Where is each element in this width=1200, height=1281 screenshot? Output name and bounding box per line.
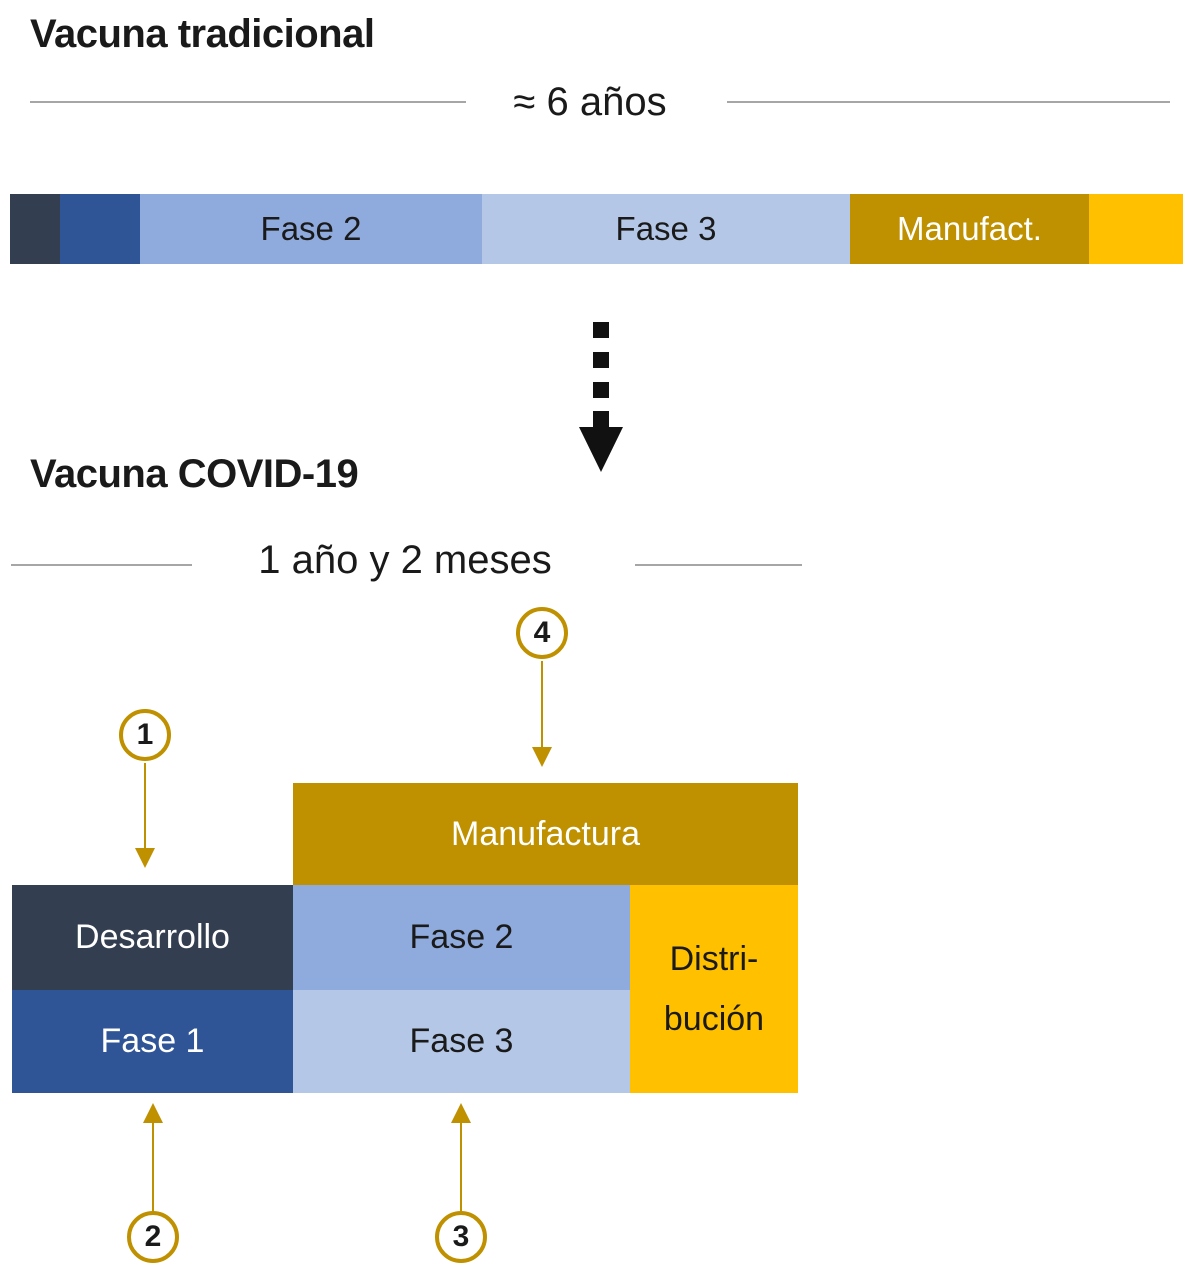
block-label-line2: bución <box>663 1000 765 1038</box>
timeline-segment-fase2: Fase 2 <box>140 194 482 264</box>
marker-1-line <box>144 763 146 848</box>
marker-3-line <box>460 1123 462 1211</box>
traditional-duration-divider-left <box>30 101 466 103</box>
timeline-segment-label: Fase 2 <box>260 210 362 247</box>
covid-duration-divider-left <box>11 564 192 566</box>
covid-section-title: Vacuna COVID-19 <box>30 452 359 496</box>
block-distribucion: Distri- bución <box>630 885 798 1093</box>
block-fase1: Fase 1 <box>12 990 293 1093</box>
block-fase3: Fase 3 <box>293 990 630 1093</box>
covid-duration-label: 1 año y 2 meses <box>258 538 552 582</box>
marker-4-badge: 4 <box>516 607 568 659</box>
marker-1-badge: 1 <box>119 709 171 761</box>
timeline-segment-label: Manufact. <box>897 210 1042 247</box>
traditional-duration-label: ≈ 6 años <box>513 80 667 124</box>
block-label-line1: Distri- <box>669 940 759 978</box>
traditional-section-title: Vacuna tradicional <box>30 12 375 56</box>
marker-4-number: 4 <box>533 616 551 649</box>
dash-segment <box>593 352 609 368</box>
marker-2-line <box>152 1123 154 1211</box>
block-manufactura: Manufactura <box>293 783 798 885</box>
block-label: Manufactura <box>451 814 640 853</box>
timeline-segment-fase1 <box>60 194 140 264</box>
arrowhead-down-icon <box>579 427 623 472</box>
block-fase2: Fase 2 <box>293 885 630 990</box>
dash-segment <box>593 411 609 427</box>
marker-3-number: 3 <box>452 1220 470 1253</box>
dash-segment <box>593 322 609 338</box>
marker-2-badge: 2 <box>127 1211 179 1263</box>
dash-segment <box>593 382 609 398</box>
marker-4-line <box>541 661 543 747</box>
block-label: Fase 2 <box>409 918 514 956</box>
timeline-segment-label: Fase 3 <box>615 210 717 247</box>
covid-duration-divider-right <box>635 564 802 566</box>
marker-3-arrowhead-icon <box>451 1103 471 1123</box>
timeline-segment-manufact: Manufact. <box>850 194 1089 264</box>
block-label: Fase 3 <box>409 1022 514 1060</box>
marker-3-badge: 3 <box>435 1211 487 1263</box>
marker-2-arrowhead-icon <box>143 1103 163 1123</box>
block-desarrollo: Desarrollo <box>12 885 293 990</box>
timeline-segment-fase3: Fase 3 <box>482 194 850 264</box>
timeline-segment-distribution <box>1089 194 1183 264</box>
block-label: Desarrollo <box>75 918 230 956</box>
block-label: Fase 1 <box>100 1022 205 1060</box>
block-label: Distri- bución <box>664 929 764 1049</box>
marker-1-arrowhead-icon <box>135 848 155 868</box>
marker-2-number: 2 <box>144 1220 162 1253</box>
timeline-segment-development <box>10 194 60 264</box>
marker-4-arrowhead-icon <box>532 747 552 767</box>
marker-1-number: 1 <box>136 718 154 751</box>
traditional-duration-divider-right <box>727 101 1170 103</box>
